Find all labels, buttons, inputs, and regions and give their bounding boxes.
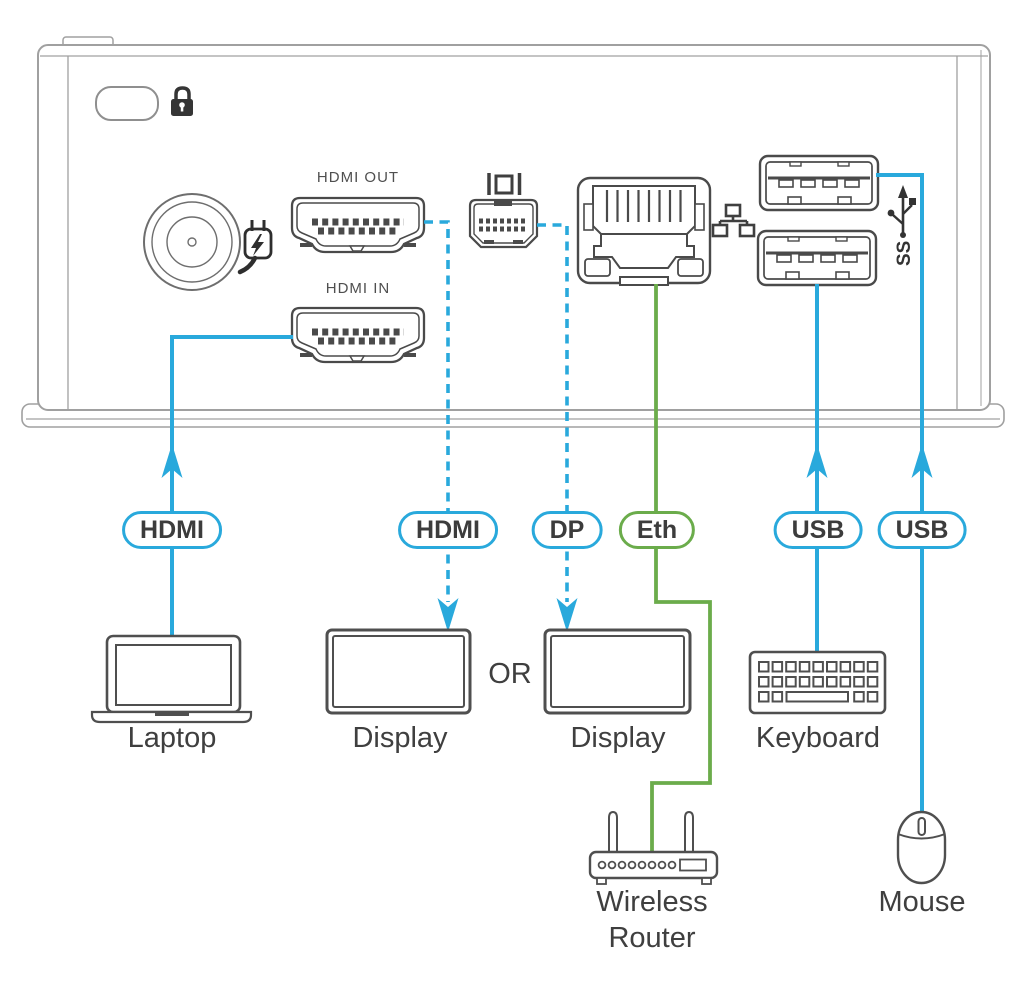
lock-icon [171, 86, 193, 116]
arrow-down-hdmi-out [437, 598, 459, 632]
eth-line [650, 284, 712, 851]
display-hdmi-label: Display [352, 722, 448, 754]
dp-line [537, 223, 569, 602]
hdmi-out-port [292, 198, 424, 252]
display-hdmi-icon [325, 628, 472, 715]
power-connector [143, 193, 241, 291]
mouse-icon [896, 810, 947, 885]
power-plug-icon [237, 220, 273, 275]
wireless-router-icon [588, 810, 719, 885]
badge-eth: Eth [618, 511, 696, 549]
hdmi-in-label: HDMI IN [325, 280, 391, 297]
or-label: OR [488, 658, 532, 690]
ss-usb-text: SS [894, 241, 915, 266]
usb-mouse-line [876, 173, 924, 812]
hdmi-out-label: HDMI OUT [316, 169, 400, 186]
badge-hdmi-out: HDMI [398, 511, 498, 549]
arrow-down-dp [556, 598, 578, 632]
keyboard-icon [748, 650, 887, 715]
laptop-label: Laptop [127, 722, 217, 754]
badge-dp: DP [531, 511, 603, 549]
badge-usb-keyboard: USB [773, 511, 863, 549]
security-slot [95, 86, 159, 121]
arrow-up-usb-keyboard [806, 444, 828, 478]
hdmi-out-line [424, 220, 450, 602]
laptop-icon [90, 634, 253, 724]
ethernet-port [576, 176, 712, 286]
display-dp-icon [543, 628, 692, 715]
keyboard-label: Keyboard [755, 722, 881, 754]
router-label-line1: Wireless [596, 886, 708, 918]
network-nodes-icon [711, 203, 756, 238]
router-label-line2: Router [608, 922, 696, 954]
monitor-icon [487, 173, 522, 195]
display-dp-label: Display [570, 722, 666, 754]
mouse-label: Mouse [878, 886, 966, 918]
usb-port-top [758, 154, 880, 212]
badge-hdmi-in: HDMI [122, 511, 222, 549]
mini-displayport-port [468, 198, 539, 249]
arrow-up-usb-mouse [911, 444, 933, 478]
superspeed-usb-icon: SS [887, 185, 916, 266]
arrow-up-hdmi-in [161, 444, 183, 478]
badge-usb-mouse: USB [877, 511, 967, 549]
usb-port-bottom [756, 229, 878, 287]
hdmi-in-port [292, 308, 424, 362]
flow-arrows [161, 444, 933, 632]
